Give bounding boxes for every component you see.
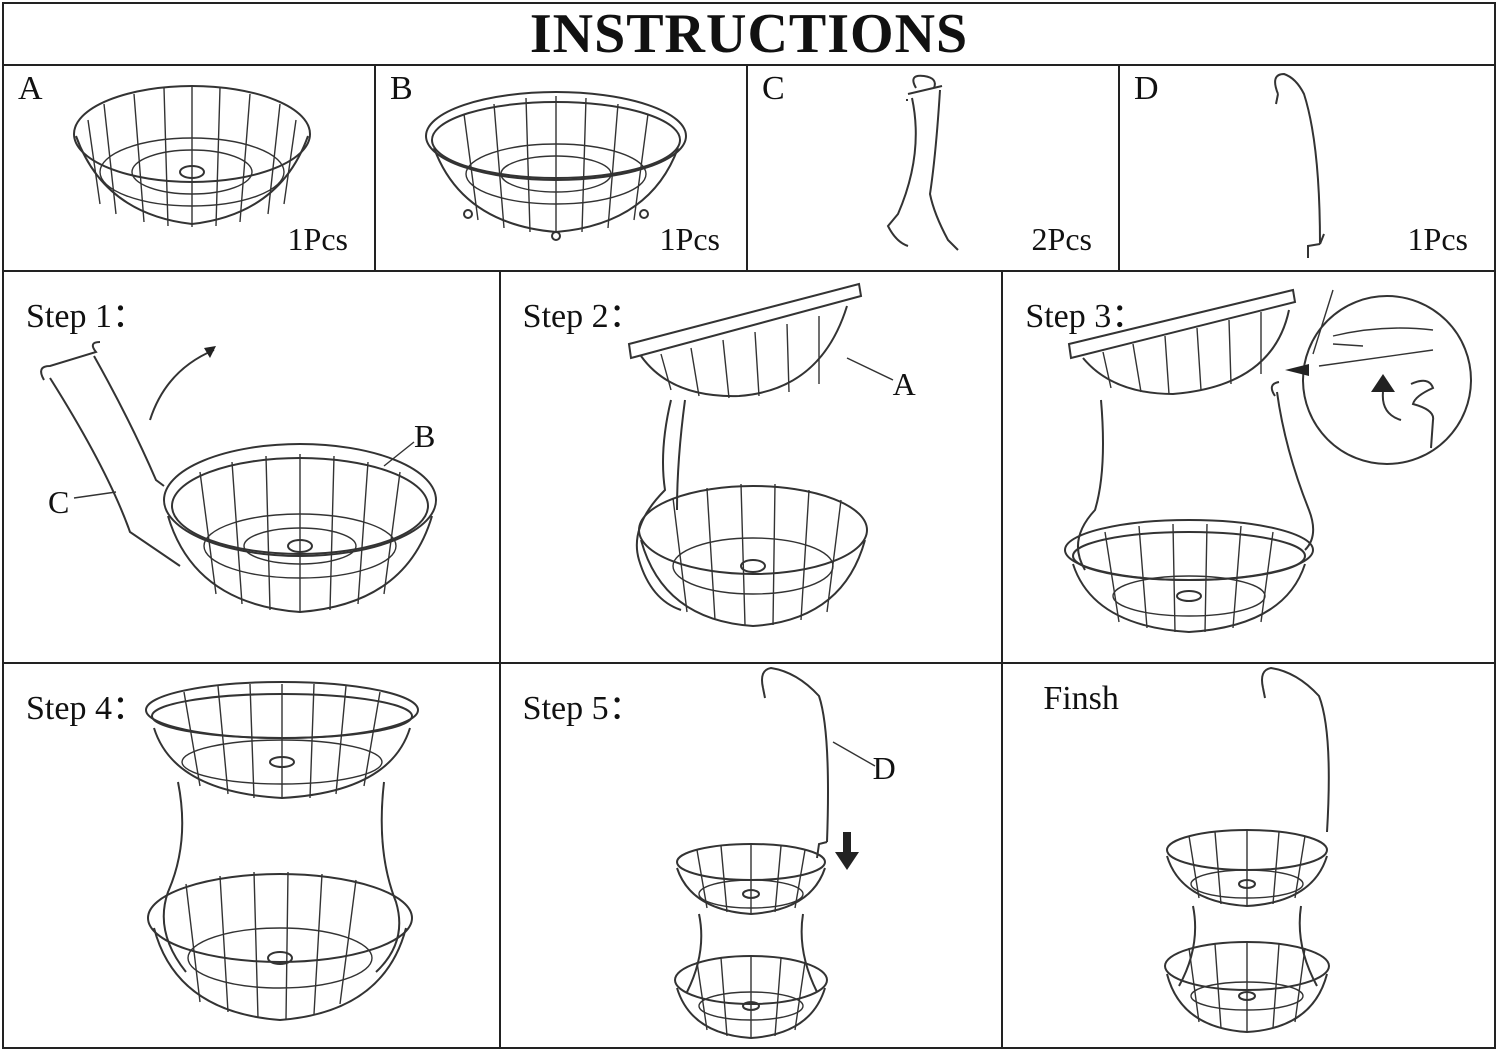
- steps-row-1: Step 1： C B Step 2：: [4, 270, 1494, 664]
- callout-c: C: [48, 484, 70, 520]
- step-label: Finsh: [1043, 680, 1119, 717]
- part-letter: A: [18, 70, 43, 107]
- step-label: Step 2：: [522, 298, 643, 335]
- part-letter: C: [762, 70, 785, 107]
- side-support-frame-icon: [886, 74, 959, 251]
- callout-a: A: [892, 366, 916, 402]
- part-letter: B: [390, 70, 413, 107]
- basket-with-feet-icon: [425, 91, 687, 241]
- step-3-diagram: [1064, 288, 1473, 634]
- banana-hanger-pole-icon: [1274, 72, 1325, 258]
- step-label: Step 5：: [522, 690, 643, 727]
- step-2-panel: Step 2： A: [501, 270, 1004, 662]
- steps-row-2: Step 4： Step 5：: [4, 662, 1494, 1047]
- step-1-diagram: [40, 341, 437, 614]
- large-basket-icon: [73, 85, 311, 227]
- part-quantity: 1Pcs: [287, 221, 348, 257]
- step-2-diagram: [627, 282, 893, 628]
- part-quantity: 1Pcs: [1407, 221, 1468, 257]
- finished-fruit-basket-diagram: [1164, 666, 1331, 1034]
- callout-d: D: [872, 750, 896, 786]
- part-a: A 1Pcs: [4, 64, 376, 270]
- step-3-panel: Step 3：: [1003, 270, 1494, 662]
- step-1-panel: Step 1： C B: [4, 270, 501, 662]
- part-quantity: 2Pcs: [1031, 221, 1092, 257]
- step-label: Step 1：: [26, 298, 146, 335]
- parts-list: A 1Pcs B 1Pcs: [4, 64, 1494, 272]
- step-4-panel: Step 4：: [4, 662, 501, 1047]
- part-d: D 1Pcs: [1120, 64, 1494, 270]
- step-label: Step 3：: [1025, 298, 1146, 335]
- part-c: C 2Pcs: [748, 64, 1120, 270]
- step-4-diagram: [145, 681, 419, 1022]
- part-letter: D: [1134, 70, 1159, 107]
- step-5-panel: Step 5： D: [501, 662, 1004, 1047]
- step-5-diagram: [673, 666, 876, 1040]
- page-title: INSTRUCTIONS: [4, 3, 1494, 66]
- finish-panel: Finsh: [1003, 662, 1494, 1047]
- callout-b: B: [414, 418, 436, 454]
- step-label: Step 4：: [26, 690, 146, 727]
- part-quantity: 1Pcs: [659, 221, 720, 257]
- part-b: B 1Pcs: [376, 64, 748, 270]
